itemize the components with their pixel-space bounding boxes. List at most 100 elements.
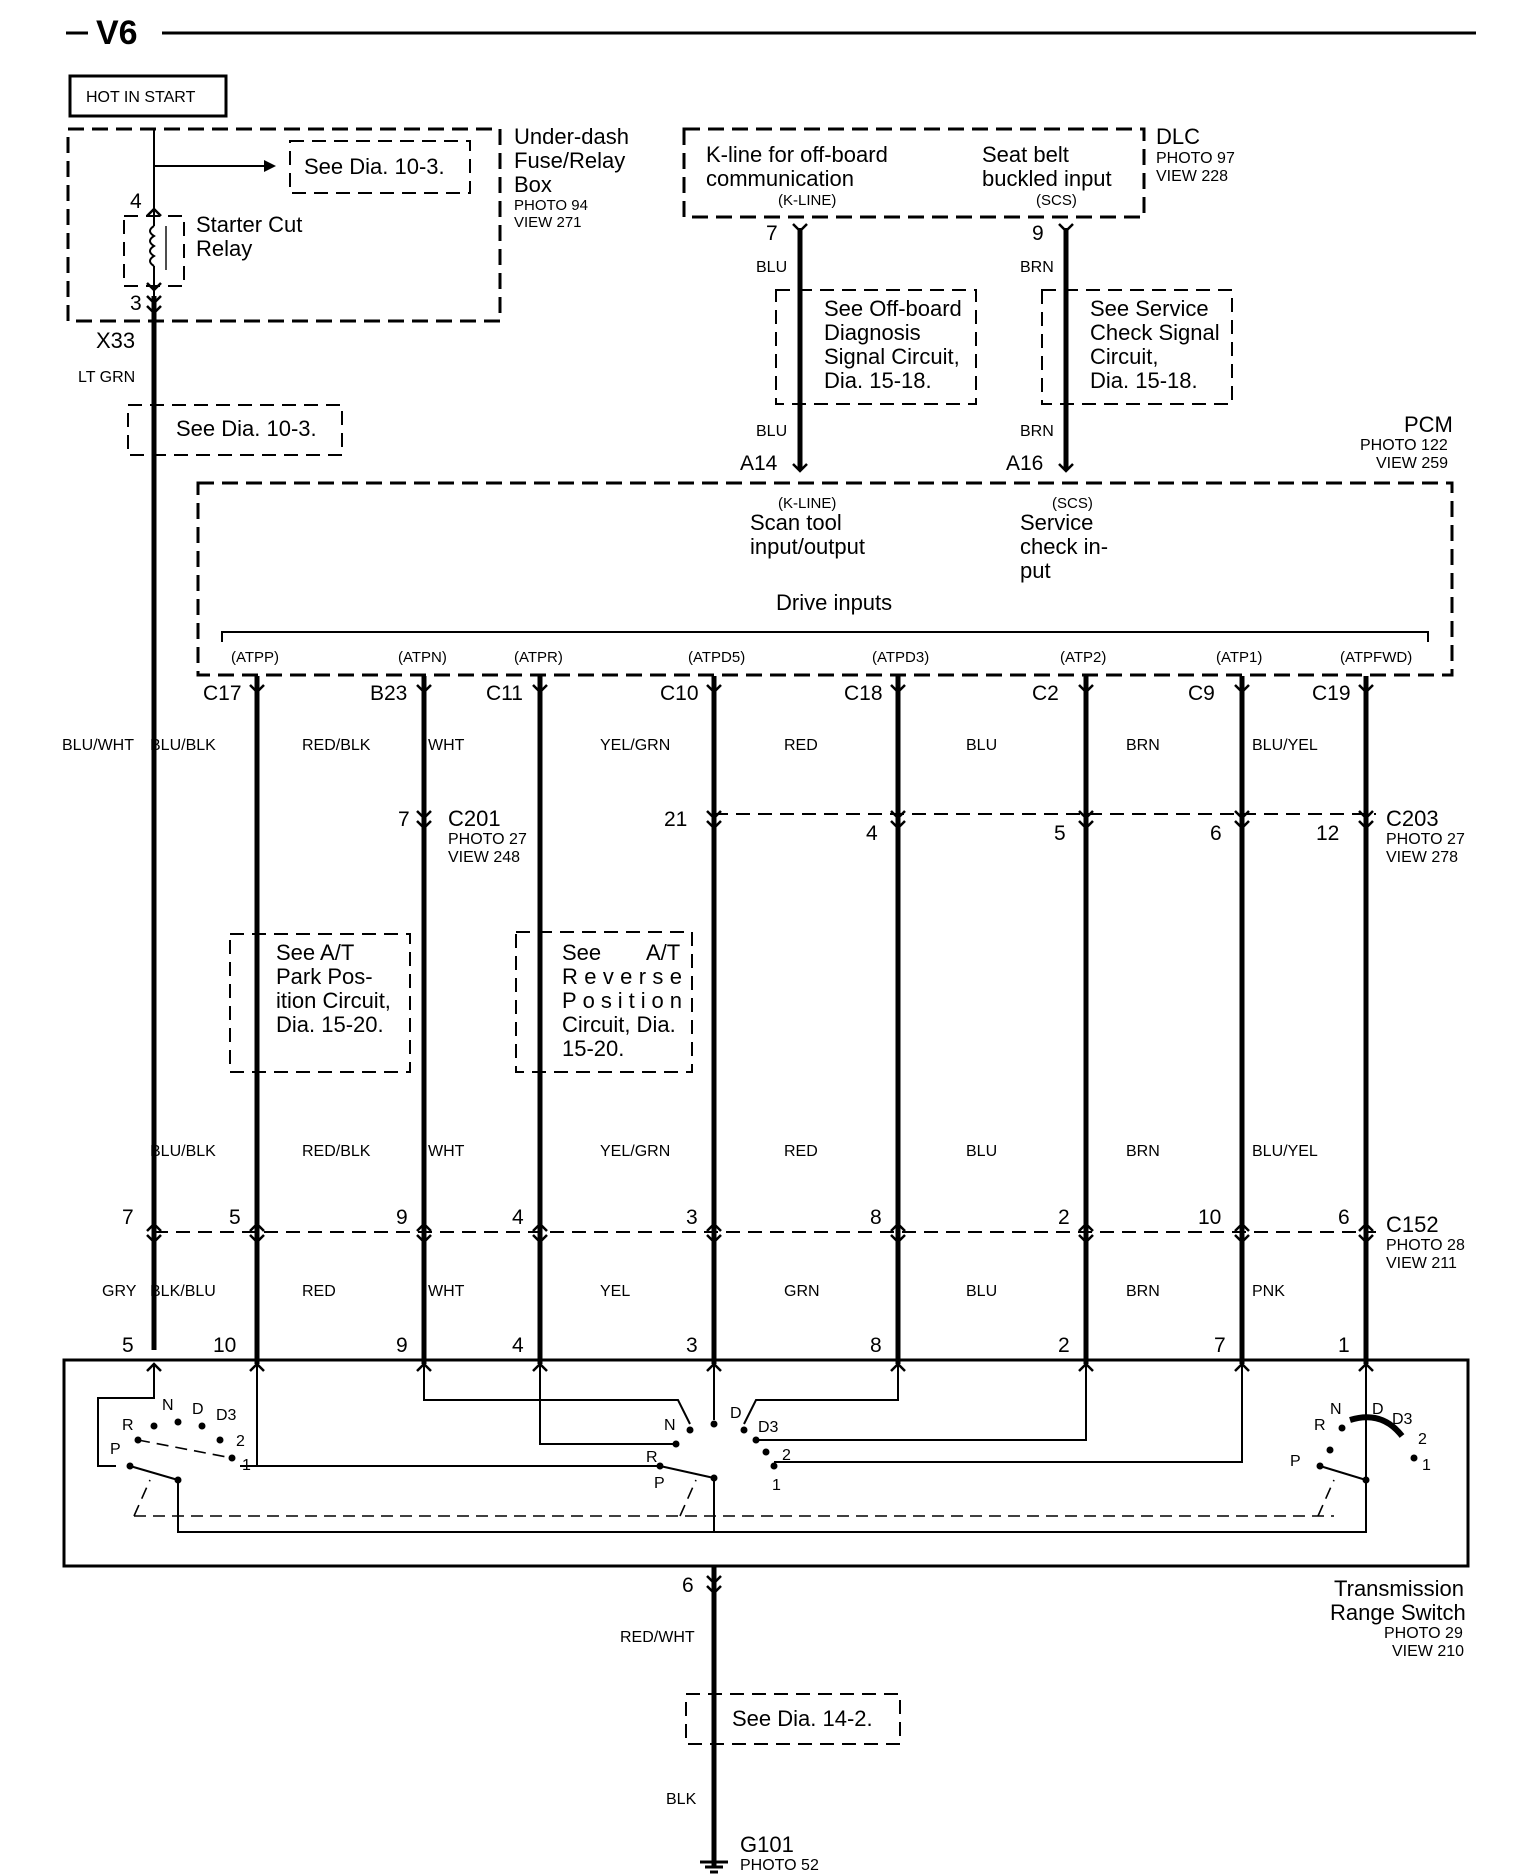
pcm-view: VIEW 259 <box>1376 455 1448 472</box>
left-wire-color-low: GRY <box>102 1283 137 1300</box>
relay-coil-icon <box>149 225 156 267</box>
diagram-title: V6 <box>96 14 138 52</box>
trs-left-pos-d: D <box>192 1401 204 1418</box>
pcm-name: PCM <box>1404 412 1453 437</box>
trs-left-pos-1: 1 <box>242 1457 251 1474</box>
channel-color-top-atpn: RED/BLK <box>302 737 371 754</box>
c152-arrow-up-atpn <box>416 1222 432 1232</box>
pcm-scs-3: put <box>1020 558 1051 583</box>
pin-arrow-top-atpfwd <box>1358 684 1374 694</box>
channel-color-mid-atpn: RED/BLK <box>302 1143 371 1160</box>
see-service-4: Dia. 15-18. <box>1090 368 1198 393</box>
c152-pin-atpn: 9 <box>396 1206 408 1229</box>
see-offboard-4: Dia. 15-18. <box>824 368 932 393</box>
pin-arrow-top-atpn <box>416 684 432 694</box>
pcm-kline-code: (K-LINE) <box>778 495 836 512</box>
c203-pin-atpfwd: 12 <box>1316 822 1339 845</box>
trs-right-pos-d3: D3 <box>1392 1411 1413 1428</box>
fuse-box-name-3: Box <box>514 172 552 197</box>
trs-right-pos-d: D <box>1372 1401 1384 1418</box>
c203-pin-atp2: 5 <box>1054 822 1066 845</box>
dlc-pin-9: 9 <box>1032 222 1044 245</box>
x33-arrow-bottom <box>146 305 162 315</box>
trs-box-outline <box>62 1358 1470 1568</box>
pcm-pin-a14: A14 <box>740 452 778 475</box>
ground-name: G101 <box>740 1832 794 1857</box>
see-reverse-5: Circuit, Dia. <box>562 1012 676 1037</box>
ground-symbol-icon <box>700 1860 728 1874</box>
trs-pin-atpd5: 3 <box>686 1334 698 1357</box>
pcm-photo: PHOTO 122 <box>1360 437 1448 454</box>
trs-pin-atp2: 2 <box>1058 1334 1070 1357</box>
channel-code-atpd3: (ATPD3) <box>872 649 929 666</box>
c152-pin-atpp: 5 <box>229 1206 241 1229</box>
see-park-box <box>229 933 411 1073</box>
c203-arrow2-atp2 <box>1078 820 1094 830</box>
see-park-4: Dia. 15-20. <box>276 1012 384 1037</box>
c152-arrow-down-atpr <box>532 1234 548 1244</box>
channel-color-mid-atpd3: RED <box>784 1143 818 1160</box>
trs-switch-center <box>656 1420 778 1482</box>
pcm-kline-2: input/output <box>750 534 865 559</box>
dlc-photo: PHOTO 97 <box>1156 150 1235 167</box>
ground-trs-pin: 6 <box>682 1574 694 1597</box>
dlc-name: DLC <box>1156 124 1200 149</box>
c152-arrow-up-atpd5 <box>706 1222 722 1232</box>
trs-photo: PHOTO 29 <box>1384 1625 1463 1642</box>
trs-center-pos-2: 2 <box>782 1447 791 1464</box>
c152-arrow-down-atpn <box>416 1234 432 1244</box>
trs-internal-wiring <box>97 1364 1367 1533</box>
c203-pin-atpd3: 4 <box>866 822 878 845</box>
c152-photo: PHOTO 28 <box>1386 1237 1465 1254</box>
dlc-kline-code: (K-LINE) <box>778 192 836 209</box>
pcm-scs-1: Service <box>1020 510 1093 535</box>
c201-arrow2-atpn <box>416 820 432 830</box>
c201-arrow-atpn <box>416 810 432 820</box>
see-park-1: See A/T <box>276 940 354 965</box>
dlc-view: VIEW 228 <box>1156 168 1228 185</box>
trs-left-pos-n: N <box>162 1397 174 1414</box>
pin-arrow-top-atpd3 <box>890 684 906 694</box>
see-reverse-1: See <box>562 940 601 965</box>
ground-trs-arrow2 <box>706 1585 722 1595</box>
trs-center-pos-r: R <box>646 1449 658 1466</box>
see-offboard-3: Signal Circuit, <box>824 344 960 369</box>
see-offboard-mask <box>810 294 970 400</box>
left-wire-color-top: LT GRN <box>78 369 135 386</box>
see-offboard-box <box>775 289 977 405</box>
c201-photo: PHOTO 27 <box>448 831 527 848</box>
c152-pin-atpd3: 8 <box>870 1206 882 1229</box>
c203-pin-atpd5: 21 <box>664 808 687 831</box>
pin-arrow-top-atp1 <box>1234 684 1250 694</box>
channel-pin-atpp: C17 <box>203 682 242 705</box>
trs-pin-atpp: 10 <box>213 1334 236 1357</box>
see-service-2: Check Signal <box>1090 320 1220 345</box>
left-trs-arrow <box>146 1362 162 1372</box>
trs-right-pos-2: 2 <box>1418 1431 1427 1448</box>
pcm-pin-a16: A16 <box>1006 452 1043 475</box>
trs-view: VIEW 210 <box>1392 1643 1464 1660</box>
see-dia-10-3-box-top <box>289 140 471 194</box>
pin-arrow-top-atpr <box>532 684 548 694</box>
channel-color-top-atp2: BLU <box>966 737 997 754</box>
c201-pin-atpn: 7 <box>398 808 410 831</box>
see-service-1: See Service <box>1090 296 1209 321</box>
dlc-kline-1: K-line for off-board <box>706 142 888 167</box>
channel-code-atp2: (ATP2) <box>1060 649 1106 666</box>
relay-pin-4: 4 <box>130 190 142 213</box>
channel-code-atpr: (ATPR) <box>514 649 563 666</box>
c152-arrow-up-atpr <box>532 1222 548 1232</box>
channel-color-mid-atp2: BLU <box>966 1143 997 1160</box>
relay-arrow-top <box>146 207 162 217</box>
channel-code-atpn: (ATPN) <box>398 649 447 666</box>
trs-pin-atpd3: 8 <box>870 1334 882 1357</box>
trs-left-pos-2: 2 <box>236 1433 245 1450</box>
pcm-a14-arrow <box>792 463 808 473</box>
c203-arrow2-atpd3 <box>890 820 906 830</box>
trs-pin-atpn: 9 <box>396 1334 408 1357</box>
c201-view: VIEW 248 <box>448 849 520 866</box>
c152-arrow-down-atpd5 <box>706 1234 722 1244</box>
trs-pin-atpfwd: 1 <box>1338 1334 1350 1357</box>
channel-pin-atpn: B23 <box>370 682 407 705</box>
dlc-kline-2: communication <box>706 166 854 191</box>
